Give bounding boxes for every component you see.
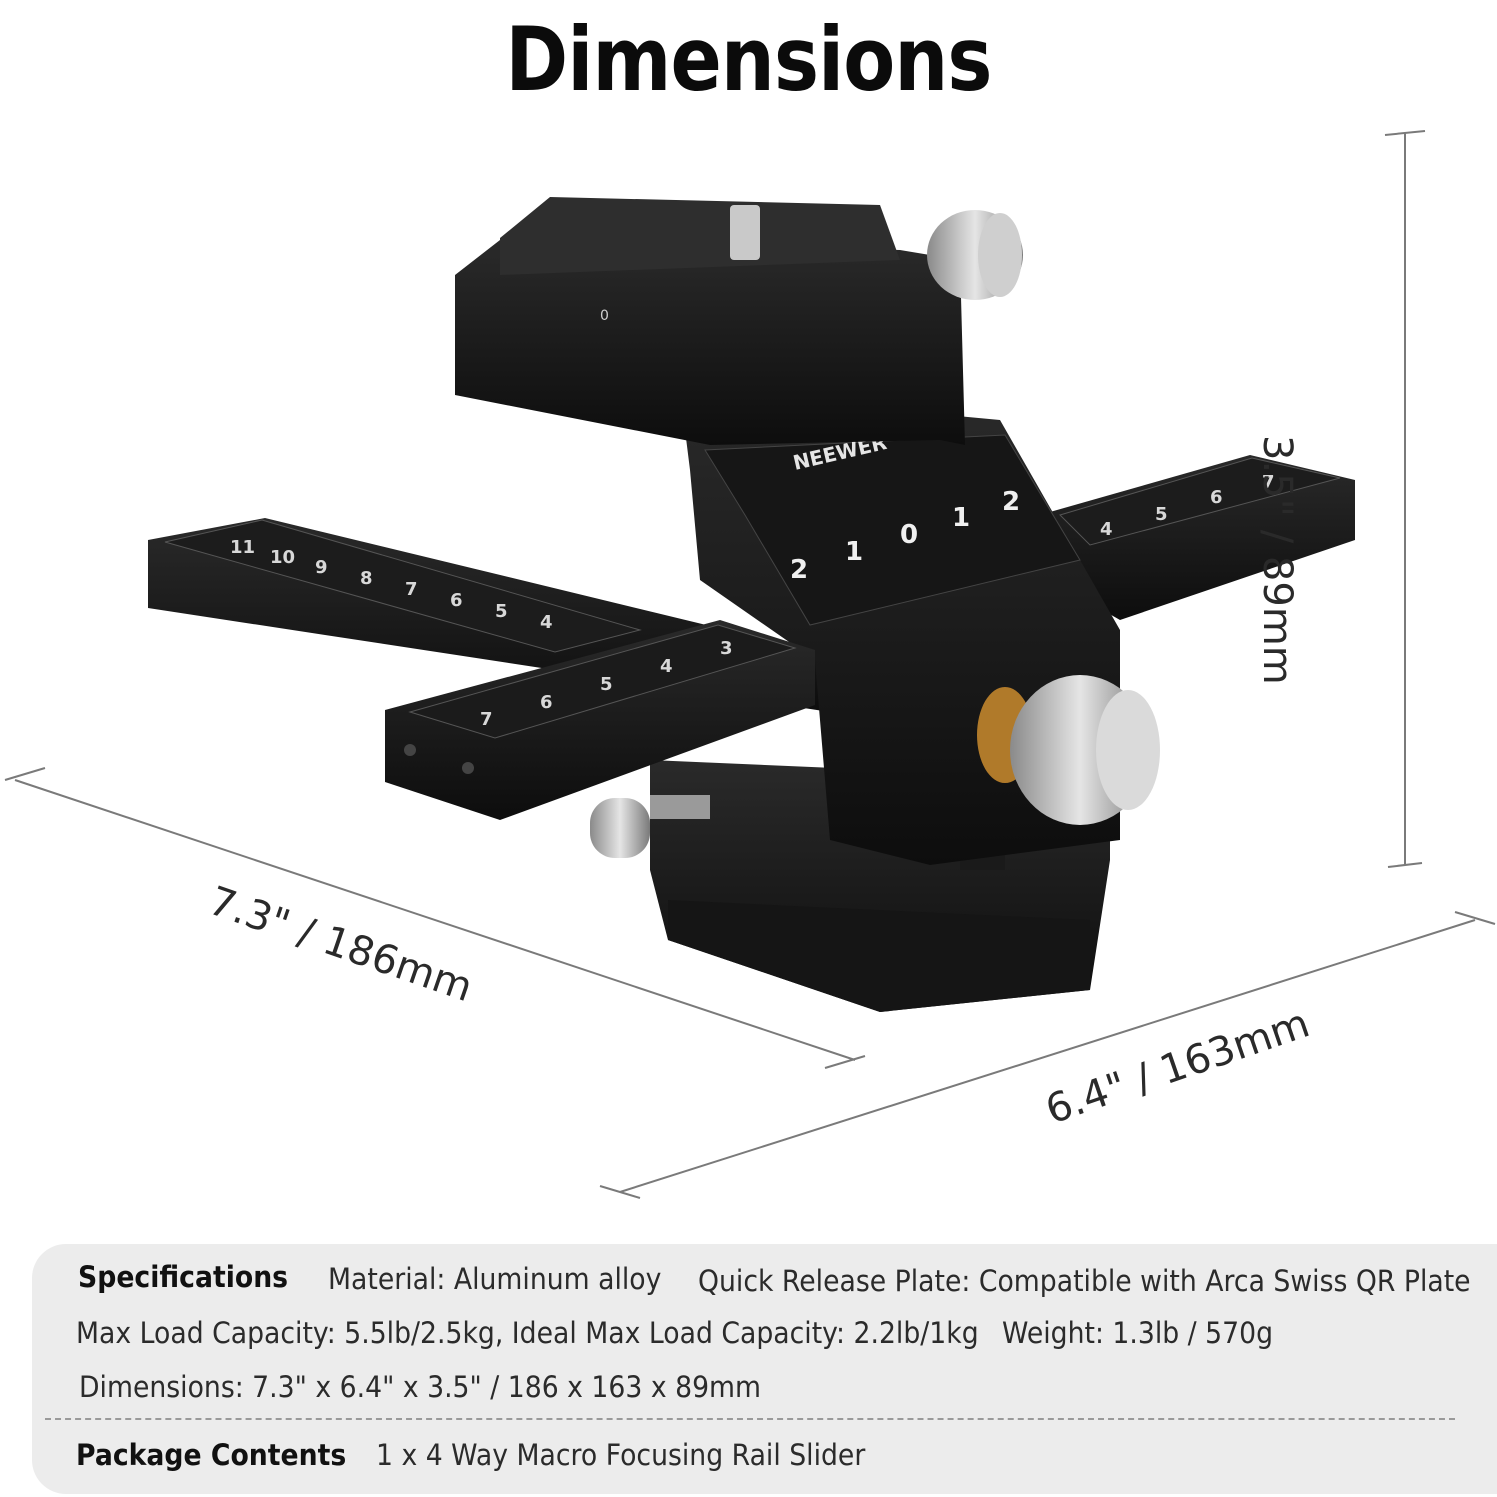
right-rail: 4 5 6 7	[1050, 455, 1355, 620]
right-rail-tick: 4	[1100, 519, 1113, 540]
dimension-height-label: 3.5" / 89mm	[1254, 435, 1300, 685]
knob-side	[977, 675, 1160, 825]
left-rail-tick: 8	[360, 568, 373, 589]
spec-load: Max Load Capacity: 5.5lb/2.5kg, Ideal Ma…	[76, 1316, 979, 1350]
front-rail-tick: 4	[660, 656, 673, 677]
spec-label: Specifications	[78, 1260, 289, 1294]
left-rail-tick: 10	[270, 547, 295, 568]
left-rail-tick: 9	[315, 557, 328, 578]
package-contents: 1 x 4 Way Macro Focusing Rail Slider	[376, 1438, 866, 1472]
right-rail-tick: 7	[1262, 472, 1275, 493]
left-rail-tick: 11	[230, 537, 255, 558]
front-rail-tick: 7	[480, 709, 493, 730]
center-scale-tick: 1	[952, 503, 970, 533]
left-rail-tick: 6	[450, 590, 463, 611]
front-rail: 7 6 5 4 3	[385, 620, 815, 820]
knob-small	[590, 795, 710, 858]
center-scale-tick: 1	[845, 537, 863, 567]
dimension-lines	[4, 130, 1496, 1199]
spec-material: Material: Aluminum alloy	[328, 1262, 662, 1296]
left-rail-tick: 5	[495, 601, 508, 622]
center-scale-tick: 0	[900, 520, 918, 550]
left-rail-tick: 4	[540, 612, 553, 633]
center-scale-tick: 2	[790, 555, 808, 585]
center-scale-tick: 2	[1002, 487, 1020, 517]
page-title: Dimensions	[505, 8, 992, 111]
front-rail-tick: 5	[600, 674, 613, 695]
knob-top	[927, 210, 1023, 300]
spec-dimensions: Dimensions: 7.3" x 6.4" x 3.5" / 186 x 1…	[79, 1370, 762, 1404]
svg-text:0: 0	[600, 308, 609, 324]
front-rail-tick: 6	[540, 692, 553, 713]
spec-panel	[32, 1244, 1497, 1494]
divider	[45, 1418, 1455, 1420]
spec-qr-plate: Quick Release Plate: Compatible with Arc…	[698, 1264, 1471, 1298]
package-label: Package Contents	[76, 1438, 347, 1472]
left-rail-tick: 7	[405, 579, 418, 600]
right-rail-tick: 6	[1210, 487, 1223, 508]
right-rail-tick: 5	[1155, 504, 1168, 525]
front-rail-tick: 3	[720, 638, 733, 659]
spec-weight: Weight: 1.3lb / 570g	[1002, 1316, 1274, 1350]
top-clamp: 0	[455, 197, 965, 445]
product-illustration: 11 10 9 8 7 6 5 4 4 5 6 7 NEEWER 2	[4, 130, 1496, 1199]
